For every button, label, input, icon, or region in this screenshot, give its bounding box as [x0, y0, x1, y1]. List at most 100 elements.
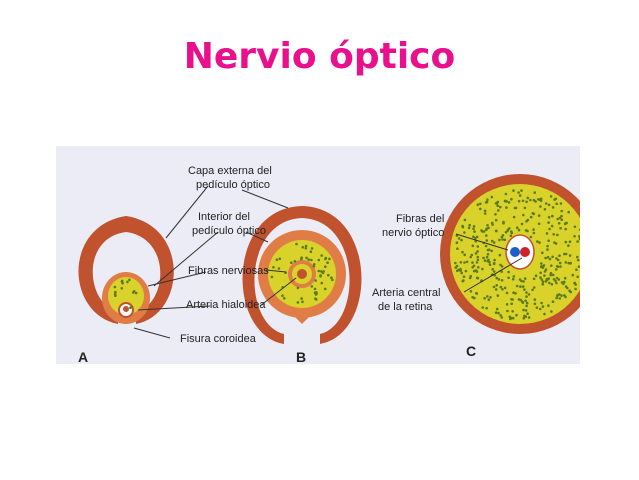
fiber-dot — [456, 247, 459, 250]
fiber-dot — [538, 241, 541, 244]
fiber-dot — [323, 287, 327, 291]
fiber-dot — [486, 253, 490, 256]
fiber-dot — [486, 224, 489, 227]
panel-a-nerve-fibers — [108, 277, 144, 315]
fiber-dot — [558, 216, 562, 220]
fiber-dot — [485, 234, 488, 237]
fiber-dot — [548, 257, 552, 261]
fiber-dot — [472, 269, 476, 273]
fiber-dot — [479, 202, 482, 206]
fiber-dot — [520, 222, 524, 226]
fiber-dot — [529, 198, 532, 202]
fiber-dot — [511, 310, 514, 313]
fiber-dot — [490, 249, 493, 253]
fiber-dot — [552, 233, 555, 236]
fiber-dot — [560, 218, 564, 221]
fiber-dot — [546, 248, 549, 251]
fiber-dot — [557, 278, 561, 281]
fiber-dot — [457, 268, 460, 272]
fiber-dot — [541, 305, 545, 308]
leader-arteria-central — [463, 257, 523, 293]
fiber-dot — [319, 270, 323, 273]
fiber-dot — [538, 198, 542, 202]
fiber-dot — [485, 228, 488, 232]
fiber-dot — [467, 226, 471, 230]
fiber-dot — [543, 312, 546, 316]
fiber-dot — [457, 237, 461, 240]
fiber-dot — [550, 283, 554, 286]
fiber-dot — [475, 235, 479, 239]
fiber-dot — [331, 278, 334, 282]
fiber-dot — [326, 261, 329, 264]
fiber-dot — [505, 200, 509, 203]
fiber-dot — [313, 287, 317, 291]
fiber-dot — [488, 263, 492, 266]
leader-fibras-b — [265, 269, 287, 273]
fiber-dot — [567, 261, 570, 265]
fiber-dot — [462, 275, 466, 278]
fiber-dot — [496, 204, 500, 208]
fiber-dot — [554, 279, 557, 283]
fiber-dot — [558, 261, 562, 265]
fiber-dot — [480, 229, 483, 232]
fiber-dot — [507, 201, 511, 204]
fiber-dot — [547, 239, 550, 242]
leader-interior-b — [245, 231, 269, 243]
fiber-dot — [483, 259, 487, 262]
fiber-dot — [564, 261, 568, 264]
fiber-dot — [317, 269, 321, 273]
fiber-dot — [539, 205, 542, 208]
fiber-dot — [536, 240, 539, 243]
label-fisura-coroidea: Fisura coroidea — [180, 333, 257, 345]
fiber-dot — [543, 208, 547, 211]
fiber-dot — [541, 280, 545, 283]
fiber-dot — [543, 270, 547, 273]
fiber-dot — [493, 258, 496, 262]
fiber-dot — [476, 276, 480, 280]
fiber-dot — [541, 282, 545, 286]
fiber-dot — [564, 240, 568, 244]
fiber-dot — [310, 285, 314, 288]
fiber-dot — [522, 280, 525, 283]
fiber-dot — [573, 281, 577, 285]
fiber-dot — [540, 265, 544, 268]
fiber-dot — [575, 268, 578, 271]
leader-interior-a — [153, 231, 219, 287]
fiber-dot — [486, 295, 489, 298]
label-capa-externa-line1: Capa externa del — [188, 165, 272, 177]
fiber-dot — [555, 276, 559, 280]
fiber-dot — [502, 220, 505, 224]
fiber-dot — [491, 267, 494, 271]
fiber-dot — [461, 279, 465, 283]
fiber-dot — [463, 231, 466, 234]
fiber-dot — [500, 279, 504, 282]
fiber-dot — [547, 304, 550, 307]
fiber-dot — [461, 250, 464, 254]
fiber-dot — [490, 195, 494, 199]
fiber-dot — [504, 230, 508, 234]
fiber-dot — [524, 315, 528, 318]
leader-capa-externa-b — [241, 189, 289, 209]
fiber-dot — [499, 285, 503, 289]
fiber-dot — [465, 260, 469, 264]
fiber-dot — [305, 256, 308, 260]
fiber-dot — [537, 214, 541, 217]
leader-arteria-a — [137, 305, 211, 311]
fiber-dot — [567, 244, 570, 247]
fiber-dot — [494, 311, 498, 314]
fiber-dot — [535, 306, 539, 309]
fiber-dot — [563, 294, 566, 297]
fiber-dot — [526, 312, 529, 315]
fiber-dot — [460, 238, 463, 242]
fiber-dot — [113, 292, 117, 296]
fiber-dot — [544, 202, 548, 205]
fiber-dot — [560, 294, 563, 297]
page-title: Nervio óptico — [183, 36, 456, 77]
fiber-dot — [522, 316, 526, 320]
fiber-dot — [270, 275, 274, 279]
fiber-dot — [463, 218, 467, 222]
fiber-dot — [473, 230, 476, 233]
fiber-dot — [126, 280, 129, 284]
fiber-dot — [475, 292, 479, 295]
fiber-dot — [314, 279, 317, 282]
